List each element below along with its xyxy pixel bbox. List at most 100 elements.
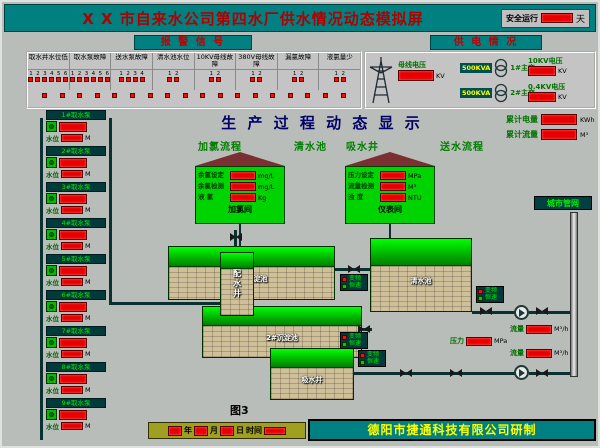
alarm-indicator-light: [77, 77, 83, 82]
voltage-04kv-unit: KV: [558, 93, 567, 102]
alarm-indicator-light: [182, 93, 188, 98]
city-main-pipe: [570, 212, 578, 377]
vendor-credit: 德阳市捷通科技有限公司研制: [308, 419, 596, 441]
water-level-unit: M: [85, 206, 91, 214]
alarm-light-cell: 2: [35, 71, 41, 82]
bus-voltage-group: 母线电压 KV: [398, 61, 456, 82]
const-indicator: [360, 359, 365, 365]
alarm-light-number: 2: [36, 71, 40, 77]
water-level-display: [61, 422, 83, 430]
water-level-label: 水位: [46, 351, 59, 359]
water-level-unit: M: [85, 278, 91, 286]
alarm-indicator-light: [252, 93, 258, 98]
water-level-display: [61, 350, 83, 358]
alarm-light-number: 1: [167, 71, 172, 77]
const-indicator: [342, 283, 347, 289]
alarm-light-cell: 1: [333, 71, 339, 82]
alarm-light-number: 2: [216, 71, 221, 77]
alarm-group-label: 清水池水位: [152, 53, 194, 70]
vfd-label: 变频: [349, 275, 362, 282]
pump-name-label: 5#取水泵: [46, 254, 106, 264]
alarm-light-cell: 2: [299, 71, 305, 82]
alarm-light-cell: 1: [167, 71, 173, 82]
water-level-display: [61, 242, 83, 250]
meter-unit: mg/L: [258, 182, 275, 191]
valve-icon: [358, 325, 370, 334]
alarm-light-number: 2: [258, 71, 262, 77]
vfd-indicator: [342, 334, 347, 340]
year-display: [168, 425, 182, 436]
vfd-status-chip: 变频 恒速: [340, 332, 368, 349]
house-caption: 加氯间: [228, 205, 252, 214]
alarm-group-label: 取水泵故障: [69, 53, 111, 70]
alarm-light-number: 3: [43, 71, 47, 77]
pump-icon: [46, 373, 57, 384]
alarm-indicator-light: [42, 77, 48, 82]
tank-top: [221, 253, 253, 269]
flow-display: [526, 348, 552, 358]
meter-display: [230, 182, 256, 191]
water-level-label: 水位: [46, 387, 59, 395]
voltage-10kv-label: 10KV电压: [528, 57, 563, 65]
pressure-readout: 压力 MPa: [450, 336, 507, 346]
voltage-04kv-group: 0.4KV电压 KV: [528, 83, 592, 103]
month-label: 月: [210, 426, 218, 435]
alarm-light-cell: 3: [132, 71, 138, 82]
alarm-light-cell: 6: [104, 71, 110, 82]
alarm-light-number: 4: [50, 71, 54, 77]
water-level-label: 水位: [46, 243, 59, 251]
water-level-label: 水位: [46, 315, 59, 323]
alarm-light-number: 4: [91, 71, 96, 77]
alarm-light-number: 6: [63, 71, 68, 77]
section-suction-well: 吸水井: [346, 142, 379, 153]
pump-icon: [46, 229, 57, 240]
const-label: 恒速: [349, 340, 362, 347]
power-panel: 母线电压 KV 500KVA 1#主变 500KVA 2#主变 10KV电压: [364, 51, 596, 109]
meter-display: [230, 171, 256, 180]
alarm-indicator-light: [287, 93, 293, 98]
month-display: [194, 425, 208, 436]
figure-label: 图3: [230, 404, 249, 417]
alarm-indicator-light: [112, 93, 118, 98]
tank-top: [371, 239, 471, 267]
alarm-indicator-light: [208, 77, 214, 82]
pump-icon: [46, 157, 57, 168]
meter-label: 余氯检测: [198, 182, 224, 191]
vfd-status-chip: 变频 恒速: [476, 286, 504, 303]
alarm-indicator-light: [299, 77, 305, 82]
alarm-indicator-light: [167, 77, 173, 82]
valve-icon: [230, 233, 242, 242]
tank-body: [221, 269, 253, 315]
alarm-indicator-light: [215, 77, 221, 82]
alarm-indicator-light: [333, 77, 339, 82]
alarm-indicator-light: [270, 93, 276, 98]
transmission-tower-icon: [369, 57, 393, 104]
alarm-indicator-light: [250, 77, 256, 82]
total-energy-group: 累计电量 KWh: [506, 114, 595, 125]
tank-label: 清水池: [410, 277, 432, 286]
meter-label: 余氯设定: [198, 171, 224, 180]
meter-display: [380, 171, 406, 180]
pump-status-row: [46, 229, 106, 240]
tank-top: [271, 349, 353, 368]
roof-shape: [345, 152, 435, 166]
meter-display: [230, 193, 256, 202]
alarm-indicator-light: [130, 93, 135, 98]
meter-label: 浊 度: [348, 193, 364, 202]
pipe: [354, 372, 516, 375]
alarm-indicator-light: [200, 93, 206, 98]
